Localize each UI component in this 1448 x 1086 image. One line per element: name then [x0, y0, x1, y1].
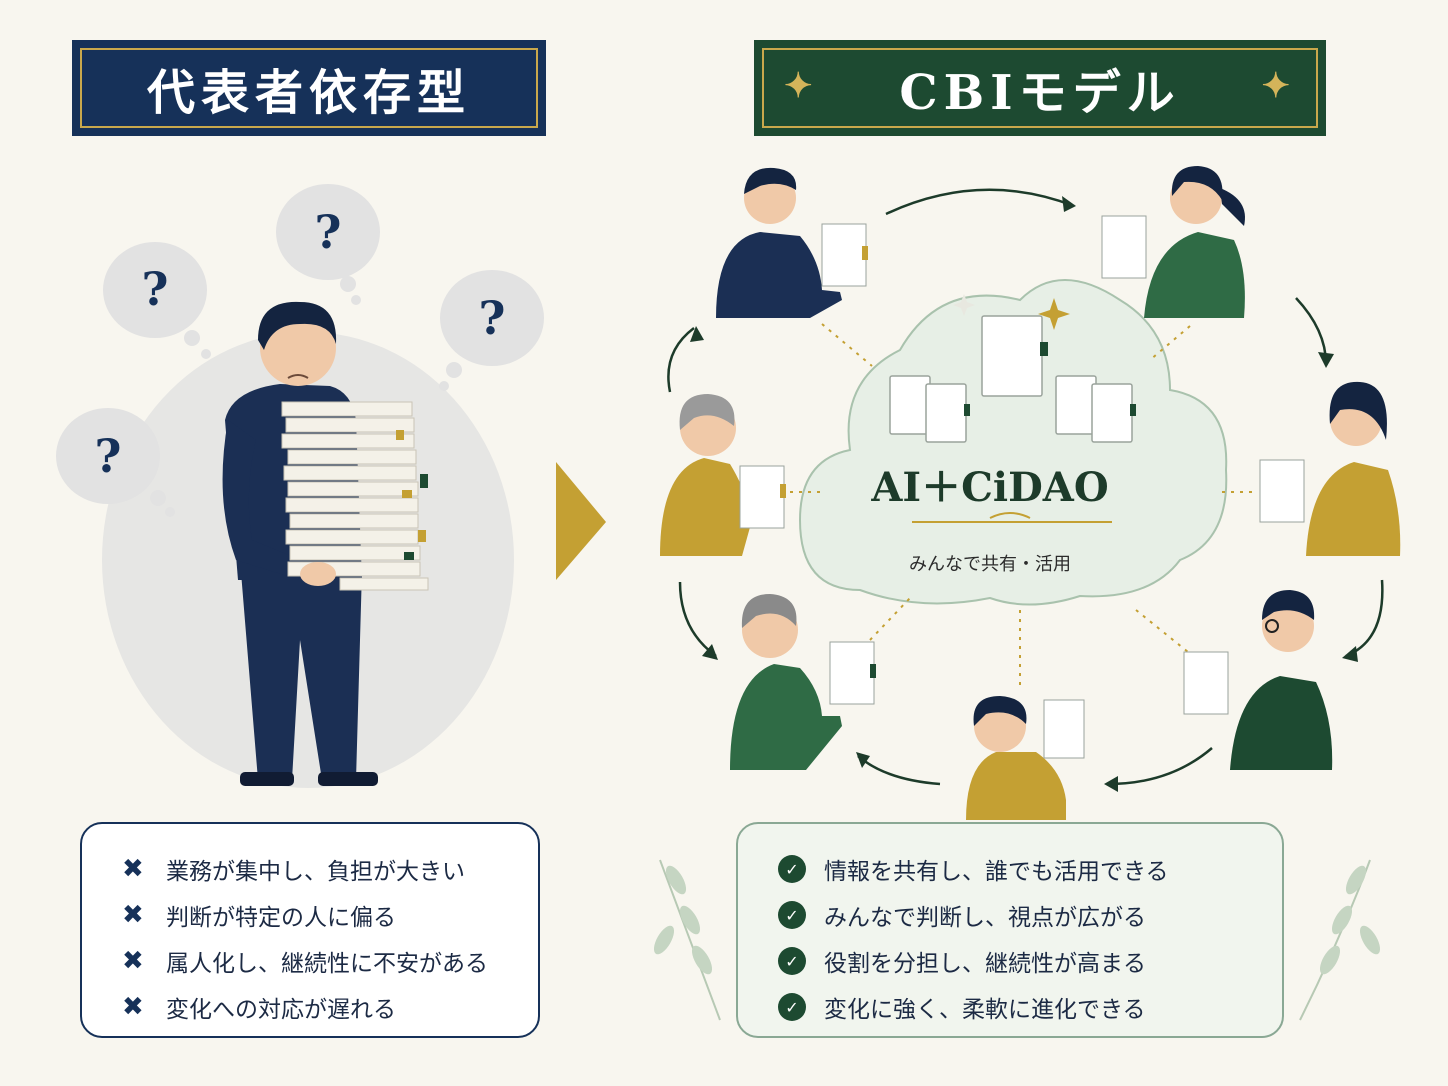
benefit-item: ✓ 変化に強く、柔軟に進化できる — [778, 984, 1282, 1030]
cloud-documents — [889, 315, 1133, 443]
banner-right: ✦ CBIモデル ✦ — [754, 40, 1326, 136]
problems-panel: ✖ 業務が集中し、負担が大きい ✖ 判断が特定の人に偏る ✖ 属人化し、継続性に… — [80, 822, 540, 1038]
problem-item: ✖ 変化への対応が遅れる — [122, 984, 538, 1030]
banner-left: 代表者依存型 — [72, 40, 546, 136]
sparkle-icon: ✦ — [1261, 66, 1296, 106]
question-mark-1: ? — [142, 262, 169, 316]
benefits-panel: ✓ 情報を共有し、誰でも活用できる ✓ みんなで判断し、視点が広がる ✓ 役割を… — [736, 822, 1284, 1038]
problem-text: 属人化し、継続性に不安がある — [166, 951, 488, 977]
x-icon: ✖ — [122, 854, 144, 884]
thought-bubble-1 — [103, 242, 211, 359]
person-navy — [716, 167, 868, 318]
question-mark-3: ? — [479, 291, 506, 345]
person-elderly-woman — [660, 394, 786, 556]
benefit-text: 変化に強く、柔軟に進化できる — [824, 997, 1146, 1023]
problem-item: ✖ 業務が集中し、負担が大きい — [122, 846, 538, 892]
thought-bubble-4 — [56, 408, 175, 517]
person-green-woman — [1101, 166, 1245, 318]
dotted-connectors — [790, 323, 1256, 690]
benefit-item: ✓ 役割を分担し、継続性が高まる — [778, 938, 1282, 984]
x-icon: ✖ — [122, 900, 144, 930]
thought-bubble-3 — [439, 270, 544, 391]
person-elderly-man — [730, 594, 876, 770]
benefit-item: ✓ みんなで判断し、視点が広がる — [778, 892, 1282, 938]
check-icon: ✓ — [778, 993, 806, 1021]
problem-text: 変化への対応が遅れる — [166, 997, 396, 1023]
benefit-text: みんなで判断し、視点が広がる — [824, 905, 1146, 931]
cloud-sparkles — [953, 294, 1070, 330]
ornament-divider — [912, 512, 1112, 523]
transition-arrow — [556, 462, 606, 580]
x-icon: ✖ — [122, 992, 144, 1022]
hands — [300, 562, 336, 586]
problem-text: 業務が集中し、負担が大きい — [166, 859, 465, 885]
problem-item: ✖ 判断が特定の人に偏る — [122, 892, 538, 938]
benefit-text: 役割を分担し、継続性が高まる — [824, 951, 1146, 977]
person-glasses-man — [1183, 590, 1333, 770]
benefit-text: 情報を共有し、誰でも活用できる — [824, 859, 1169, 885]
paper-stack — [281, 401, 429, 591]
document-tabs — [964, 342, 1136, 416]
person-child — [966, 696, 1085, 820]
problem-item: ✖ 属人化し、継続性に不安がある — [122, 938, 538, 984]
center-subtitle: みんなで共有・活用 — [909, 554, 1071, 575]
check-icon: ✓ — [778, 947, 806, 975]
x-icon: ✖ — [122, 946, 144, 976]
leaf-decoration-right — [1299, 859, 1381, 1021]
knowledge-cloud — [798, 279, 1228, 606]
center-title: AI＋CiDAO — [871, 464, 1109, 511]
check-icon: ✓ — [778, 901, 806, 929]
person-mustard-woman — [1259, 381, 1401, 556]
question-mark-2: ? — [315, 205, 342, 259]
benefit-item: ✓ 情報を共有し、誰でも活用できる — [778, 846, 1282, 892]
question-mark-4: ? — [95, 429, 122, 483]
arrowheads — [690, 196, 1358, 792]
leaf-decoration-left — [653, 859, 721, 1021]
check-icon: ✓ — [778, 855, 806, 883]
thought-bubble-2 — [276, 184, 380, 305]
problem-text: 判断が特定の人に偏る — [166, 905, 396, 931]
sparkle-icon: ✦ — [784, 66, 819, 106]
